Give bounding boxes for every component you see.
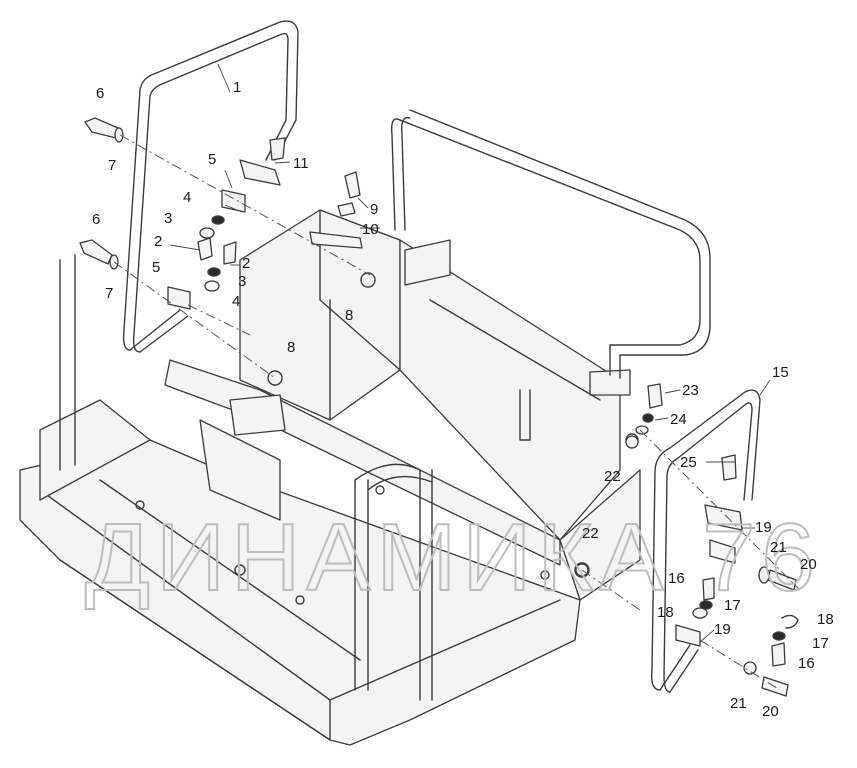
callout-label: 4 <box>183 189 191 206</box>
callout-label: 11 <box>293 155 309 172</box>
callout-label: 23 <box>682 382 699 399</box>
callout-label: 22 <box>582 525 599 542</box>
callout-label: 3 <box>164 210 172 227</box>
handrail-15 <box>650 389 761 693</box>
callout-label: 3 <box>238 273 246 290</box>
chassis-frame <box>19 209 641 746</box>
callout-label: 21 <box>730 695 747 712</box>
callout-label: 18 <box>817 611 834 628</box>
leader-lines <box>169 63 771 643</box>
callout-label: 5 <box>152 259 160 276</box>
callout-label: 16 <box>798 655 815 672</box>
callout-label: 8 <box>345 307 353 324</box>
callout-label: 19 <box>755 519 772 536</box>
callout-label: 7 <box>105 285 113 302</box>
callout-label: 5 <box>208 151 216 168</box>
callout-label: 20 <box>800 556 817 573</box>
callout-label: 4 <box>232 293 240 310</box>
assembly-axes <box>113 134 801 691</box>
callout-label: 1 <box>233 79 241 96</box>
callout-label: 8 <box>287 339 295 356</box>
callout-label: 6 <box>92 211 100 228</box>
callout-label: 2 <box>154 233 162 250</box>
callout-label: 16 <box>668 570 685 587</box>
callout-label: 18 <box>657 604 674 621</box>
callout-label: 17 <box>724 597 741 614</box>
callout-label: 7 <box>108 157 116 174</box>
callout-label: 22 <box>604 468 621 485</box>
watermark-text: ДИНАМИКА 76 <box>85 504 821 611</box>
callout-label: 17 <box>812 635 829 652</box>
callout-label: 20 <box>762 703 779 720</box>
callout-labels: 1 2 2 3 3 4 4 5 5 6 6 7 7 8 8 9 10 11 15… <box>92 79 834 720</box>
callout-label: 2 <box>242 255 250 272</box>
callout-label: 21 <box>770 539 787 556</box>
callout-label: 15 <box>772 364 789 381</box>
callout-label: 9 <box>370 201 378 218</box>
callout-label: 25 <box>680 454 697 471</box>
callout-label: 10 <box>362 221 379 238</box>
rear-handrail <box>390 109 711 379</box>
handrail-1 <box>122 20 299 353</box>
callout-label: 24 <box>670 411 687 428</box>
callout-label: 6 <box>96 85 104 102</box>
callout-label: 19 <box>714 621 731 638</box>
